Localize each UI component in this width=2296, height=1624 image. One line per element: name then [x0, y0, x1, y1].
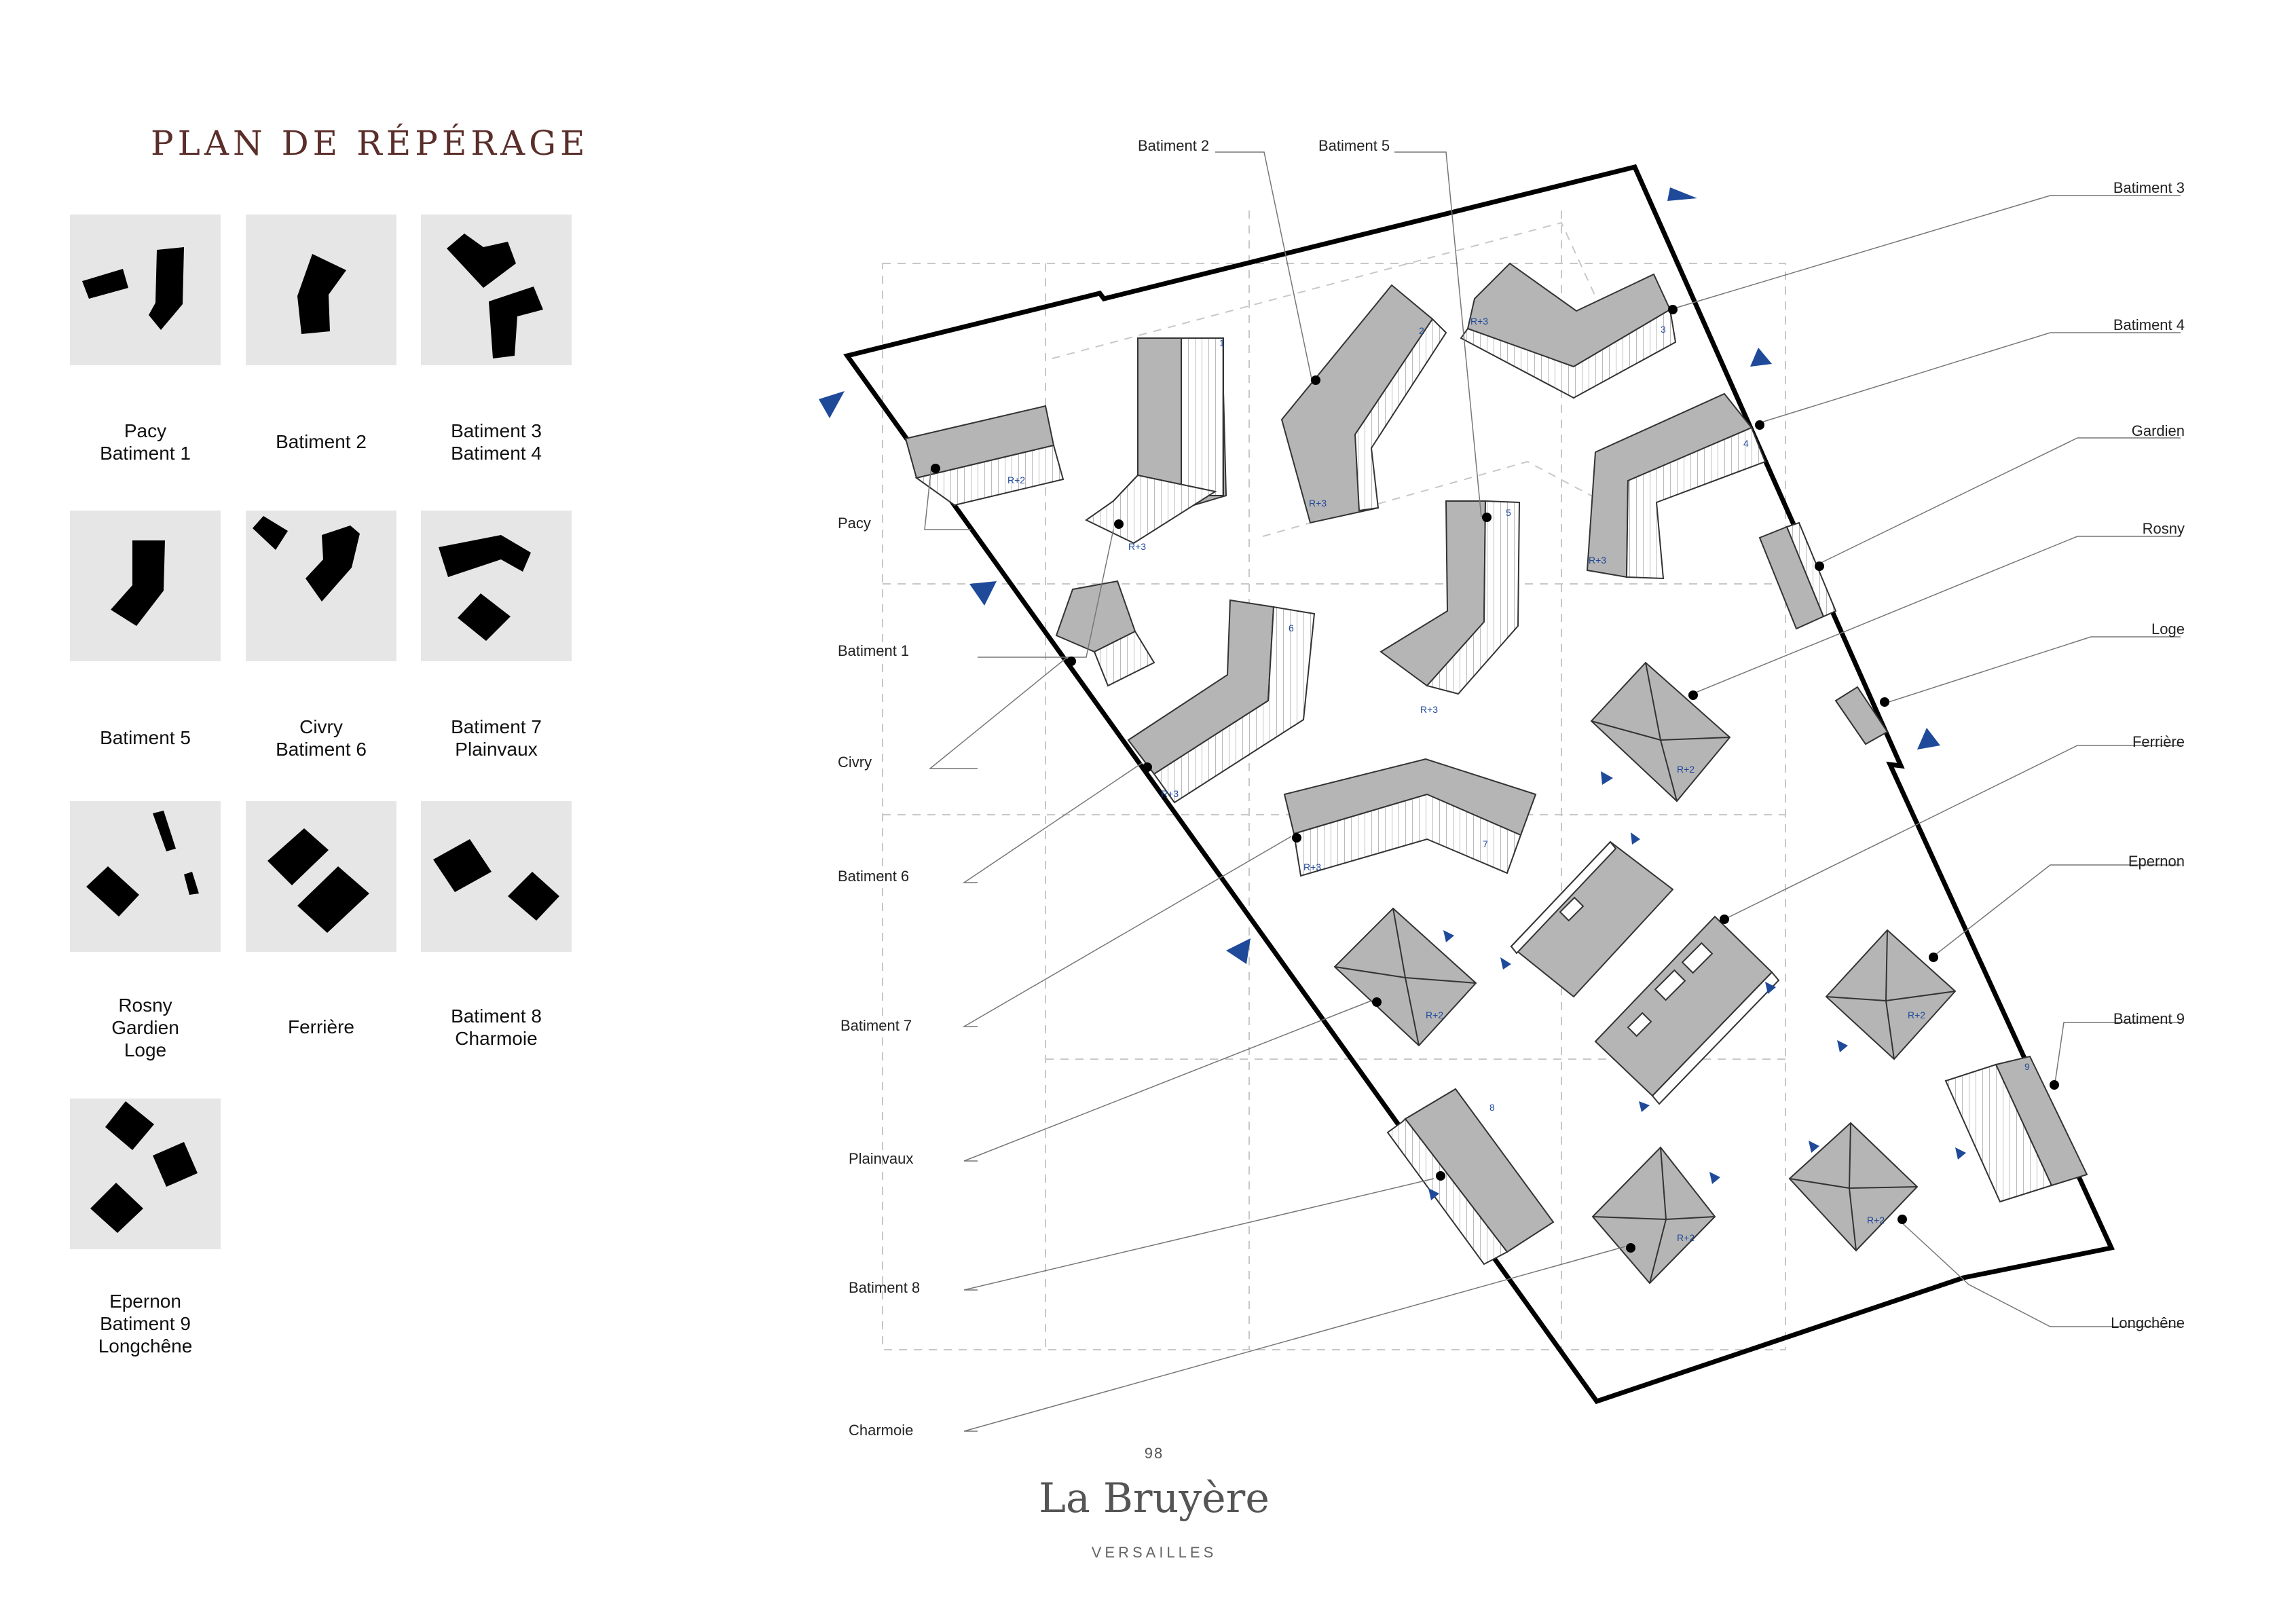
tile-batiment-7-plainvaux — [421, 511, 572, 661]
leader-dots — [931, 305, 2059, 1253]
label-batiment-4: Batiment 4 — [2113, 316, 2185, 333]
label-batiment-9: Batiment 9 — [2113, 1010, 2185, 1027]
tag-n3: 3 — [1661, 324, 1666, 335]
label-plainvaux: Plainvaux — [849, 1150, 913, 1167]
tile-rosny-gardien-loge — [70, 801, 221, 952]
page-title: PLAN DE RÉPÉRAGE — [151, 124, 589, 163]
entry-arrows — [819, 187, 1966, 1200]
pacy-wing — [914, 444, 1064, 506]
tag-batiment-5: R+3 — [1420, 704, 1438, 715]
tag-batiment-3: R+3 — [1470, 316, 1488, 327]
tag-charmoie: R+2 — [1677, 1232, 1695, 1243]
batiment-9-hatch — [1944, 1063, 2053, 1203]
site-boundary — [843, 164, 2115, 1405]
batiment-4-hatch — [1625, 426, 1766, 580]
tag-batiment-7: R+3 — [1303, 862, 1321, 872]
tile-pacy-batiment-1 — [70, 215, 221, 365]
tag-pacy: R+2 — [1007, 475, 1025, 485]
tag-n5: 5 — [1506, 507, 1511, 518]
ferriere-south-wall — [1651, 971, 1780, 1105]
label-batiment-3: Batiment 3 — [2113, 179, 2185, 196]
batiment-8-hatch — [1386, 1118, 1508, 1266]
tag-batiment-1: R+3 — [1128, 541, 1146, 552]
rosny-roof — [1590, 661, 1731, 802]
tag-rosny: R+2 — [1677, 764, 1695, 775]
label-civry: Civry — [838, 754, 872, 771]
caption-batiment-2: Batiment 2 — [276, 431, 367, 452]
charmoie-roof — [1591, 1146, 1716, 1285]
batiment-1-hatch — [1181, 337, 1224, 496]
tag-n2: 2 — [1419, 325, 1424, 336]
tag-batiment-6: R+3 — [1161, 788, 1179, 799]
tag-batiment-4: R+3 — [1589, 555, 1606, 566]
tile-epernon-batiment-9-longchene — [70, 1099, 221, 1249]
batiment-5-hatch — [1426, 500, 1521, 695]
tile-ferriere — [246, 801, 396, 952]
batiment-7-hatch — [1293, 793, 1522, 877]
tag-epernon: R+2 — [1908, 1010, 1925, 1020]
gardien-hatch — [1785, 521, 1837, 618]
page-number: 98 — [1144, 1445, 1164, 1462]
brand-logo: La Bruyère — [1039, 1475, 1270, 1522]
label-batiment-1: Batiment 1 — [838, 642, 909, 659]
tag-n9: 9 — [2024, 1061, 2030, 1072]
label-epernon: Epernon — [2128, 853, 2185, 870]
label-charmoie: Charmoie — [849, 1422, 913, 1439]
label-longchene: Longchêne — [2111, 1314, 2185, 1331]
caption-batiment-5: Batiment 5 — [100, 727, 191, 748]
tag-n4: 4 — [1743, 438, 1749, 449]
tag-longchene: R+2 — [1867, 1215, 1885, 1225]
label-loge: Loge — [2151, 621, 2185, 638]
tag-n1: 1 — [1219, 337, 1225, 348]
batiment-3-hatch — [1460, 308, 1677, 399]
label-batiment-7: Batiment 7 — [840, 1017, 912, 1034]
ferriere-north-wall — [1510, 841, 1617, 955]
brand-location: VERSAILLES — [1091, 1544, 1217, 1561]
tag-n8: 8 — [1489, 1102, 1495, 1113]
label-ferriere: Ferrière — [2132, 733, 2185, 750]
label-batiment-2: Batiment 2 — [1138, 137, 1209, 154]
caption-ferriere: Ferrière — [287, 1016, 354, 1037]
tile-batiment-3-4 — [421, 215, 572, 365]
tag-plainvaux: R+2 — [1426, 1010, 1443, 1020]
batiment-2-roof — [1280, 284, 1434, 524]
tile-batiment-8-charmoie — [421, 801, 572, 952]
tag-n7: 7 — [1483, 838, 1488, 849]
tile-civry-batiment-6 — [246, 511, 396, 661]
tile-batiment-2 — [246, 215, 396, 365]
civry-hatch — [1093, 630, 1155, 687]
epernon-roof — [1825, 929, 1957, 1060]
label-rosny: Rosny — [2143, 520, 2185, 537]
label-batiment-8: Batiment 8 — [849, 1279, 920, 1296]
label-gardien: Gardien — [2132, 422, 2185, 439]
loge-roof — [1834, 686, 1889, 745]
tile-batiment-5 — [70, 511, 221, 661]
label-batiment-5: Batiment 5 — [1318, 137, 1390, 154]
tag-n6: 6 — [1289, 623, 1294, 633]
batiment-6-hatch — [1153, 606, 1316, 804]
label-batiment-6: Batiment 6 — [838, 868, 909, 885]
label-pacy: Pacy — [838, 515, 871, 532]
tag-batiment-2: R+3 — [1309, 498, 1327, 509]
batiment-2-hatch — [1354, 318, 1447, 512]
leader-lines — [924, 151, 2181, 1432]
